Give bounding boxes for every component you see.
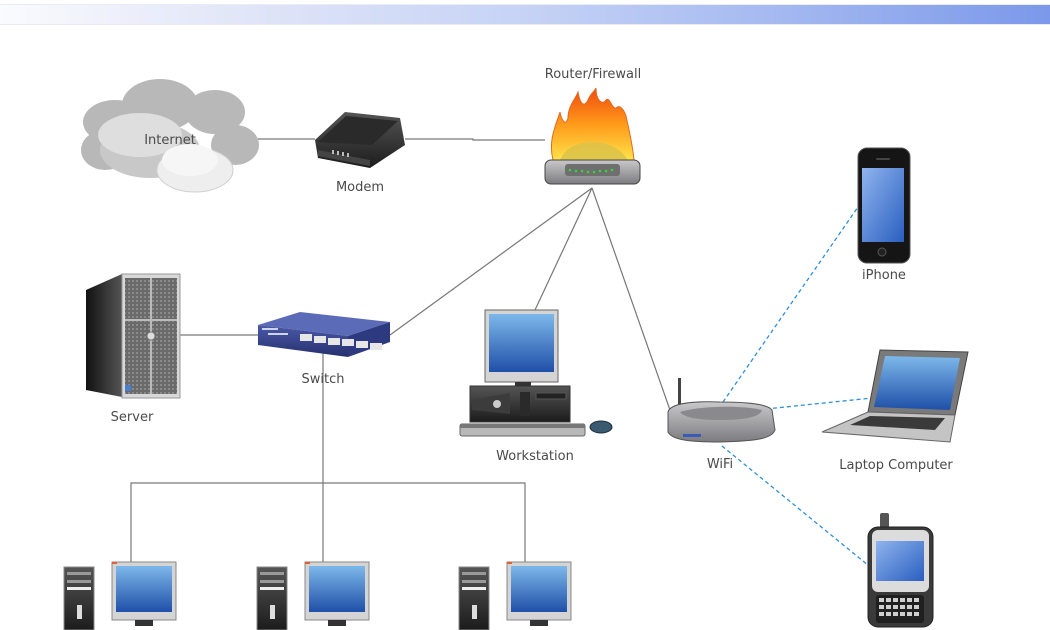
link-modem-router	[405, 138, 545, 141]
link-wifi-pda	[721, 445, 875, 571]
router-firewall-node[interactable]: Router/Firewall	[544, 67, 641, 185]
switch-label: Switch	[302, 372, 345, 387]
cloud-icon	[81, 79, 259, 193]
firewall-icon	[544, 87, 641, 185]
server-node[interactable]: Server	[86, 273, 181, 425]
workstation-icon	[459, 309, 613, 437]
iphone-node[interactable]: iPhone	[857, 147, 911, 283]
iphone-icon	[857, 147, 911, 264]
wifi-router-icon	[667, 378, 776, 443]
wifi-label: WiFi	[707, 457, 733, 472]
server-icon	[86, 273, 181, 399]
title-gradient-bar	[0, 4, 1050, 25]
server-label: Server	[111, 410, 154, 425]
iphone-label: iPhone	[862, 268, 906, 283]
link-router-wifi	[591, 187, 671, 411]
link-wifi-iphone	[722, 206, 859, 403]
wifi-node[interactable]: WiFi	[667, 378, 776, 472]
workstation-label: Workstation	[496, 449, 574, 464]
switch-node[interactable]: Switch	[258, 312, 390, 387]
modem-node[interactable]: Modem	[315, 112, 405, 195]
link-router-workstation	[534, 187, 593, 311]
laptop-node[interactable]: Laptop Computer	[821, 349, 969, 473]
smartphone-icon	[867, 513, 934, 628]
pc2-node[interactable]	[256, 561, 370, 630]
modem-icon	[315, 112, 405, 168]
internet-label: Internet	[144, 133, 196, 148]
router-firewall-label: Router/Firewall	[545, 67, 641, 82]
link-switch-pc3	[323, 482, 526, 562]
connections	[130, 138, 875, 571]
link-router-switch	[389, 187, 593, 336]
desktop-pc-icon	[63, 561, 177, 630]
link-wifi-laptop	[765, 397, 873, 410]
modem-label: Modem	[336, 180, 384, 195]
switch-icon	[258, 312, 390, 357]
workstation-node[interactable]: Workstation	[459, 309, 613, 464]
desktop-pc-icon	[256, 561, 370, 630]
pc1-node[interactable]	[63, 561, 177, 630]
link-switch-pc1	[130, 482, 323, 562]
internet-node[interactable]: Internet	[81, 79, 259, 193]
pc3-node[interactable]	[458, 561, 572, 630]
pda-node[interactable]	[867, 513, 934, 628]
laptop-icon	[821, 349, 969, 443]
desktop-pc-icon	[458, 561, 572, 630]
laptop-label: Laptop Computer	[839, 458, 953, 473]
